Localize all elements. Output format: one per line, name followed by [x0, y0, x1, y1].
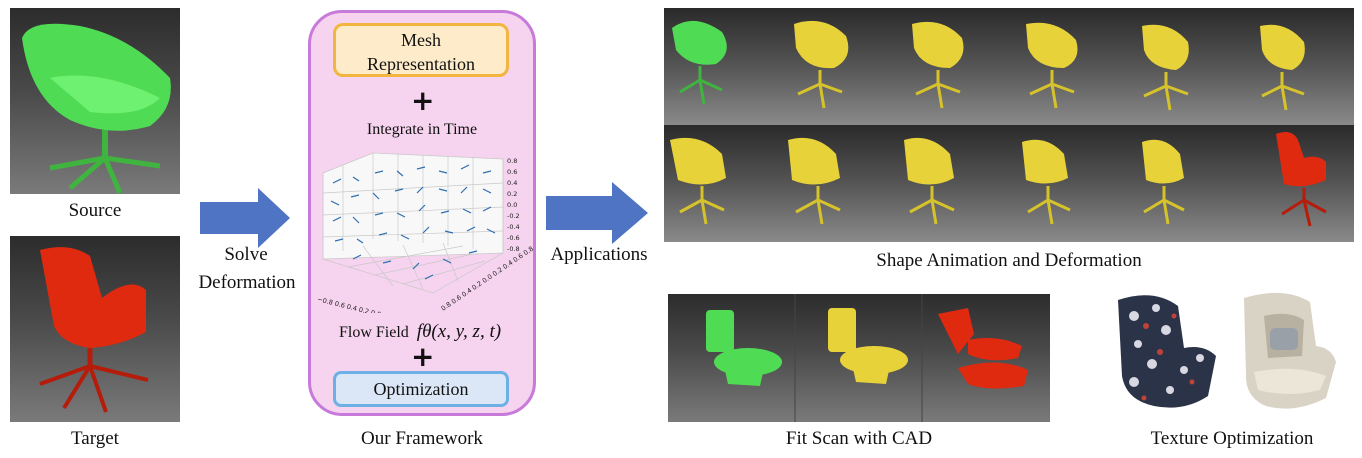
target-chair-image: [10, 236, 180, 422]
flow-field-formula: fθ(x, y, z, t): [416, 321, 502, 342]
optimization-label: Optimization: [373, 379, 469, 399]
plus-icon-top: +: [411, 84, 435, 117]
source-label: Source: [68, 200, 122, 221]
texture-caption: Texture Optimization: [1150, 428, 1314, 449]
shape-animation-caption: Shape Animation and Deformation: [876, 250, 1142, 271]
z-tick-4: 0.0: [507, 201, 517, 209]
z-tick-1: 0.6: [507, 168, 517, 176]
optimization-box: Optimization: [333, 371, 509, 407]
z-tick-8: -0.8: [507, 245, 520, 253]
framework-caption: Our Framework: [361, 428, 483, 449]
solve-arrow-icon: [200, 188, 290, 248]
z-tick-7: -0.6: [507, 234, 520, 242]
mesh-box-line2: Representation: [367, 54, 475, 74]
integrate-label: Integrate in Time: [366, 121, 478, 138]
fit-scan-images: [668, 294, 1050, 422]
framework-panel: Mesh Representation + Integrate in Time: [308, 10, 536, 416]
target-label: Target: [71, 428, 119, 449]
animation-grid: [664, 8, 1354, 242]
texture-chairs-image: [1118, 292, 1336, 409]
applications-label: Applications: [550, 244, 648, 265]
applications-arrow-icon: [546, 182, 648, 244]
source-chair-image: [10, 8, 180, 194]
mesh-box-line1: Mesh: [401, 30, 441, 50]
solve-label-2: Deformation: [198, 272, 296, 293]
z-tick-0: 0.8: [507, 157, 517, 165]
flow-field-label: Flow Field fθ(x, y, z, t): [339, 321, 501, 343]
x-tick-labels: −0.8 0.6 0.4 0.2 0.0 0.2 0.4 0.6 0.8: [317, 295, 431, 313]
plus-icon-bottom: +: [411, 340, 435, 373]
z-tick-3: 0.2: [507, 190, 517, 198]
mesh-representation-box: Mesh Representation: [333, 23, 509, 77]
z-tick-5: -0.2: [507, 212, 520, 220]
flow-field-plot: 0.8 0.6 0.4 0.2 0.0 -0.2 -0.4 -0.6 -0.8 …: [317, 152, 533, 313]
z-tick-2: 0.4: [507, 179, 517, 187]
z-tick-6: -0.4: [507, 223, 520, 231]
flow-field-text: Flow Field: [339, 324, 409, 341]
fit-scan-caption: Fit Scan with CAD: [785, 428, 933, 449]
solve-label-1: Solve: [224, 244, 268, 265]
